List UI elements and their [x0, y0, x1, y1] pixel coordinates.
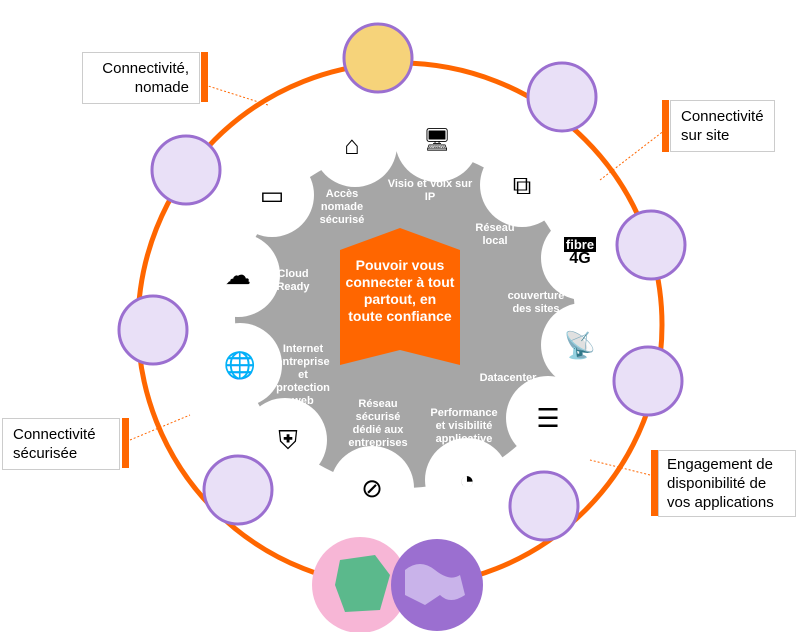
globe-lock-icon: 🌐 [223, 350, 257, 380]
video-call-icon: 🖥 [423, 127, 451, 152]
center-title: Pouvoir vous connecter à tout partout, e… [345, 257, 455, 324]
callout-bar [201, 52, 208, 102]
center-badge [340, 228, 460, 365]
shield-icon: ⛨ [278, 425, 298, 455]
cloud-icon: ☁ [225, 260, 251, 290]
service-label: Réseau local [475, 222, 515, 247]
callout-engagement: Engagement de disponibilité de vos appli… [658, 450, 796, 517]
service-label: couverture des sites [507, 290, 565, 315]
service-label: Internet entreprise et protection web [276, 343, 330, 407]
gauge-icon: ◔ [459, 465, 475, 495]
callout-lines [129, 84, 666, 476]
scene-circles [117, 22, 687, 542]
service-label: Datacenter [479, 372, 537, 384]
service-label: Visio et Voix sur IP [387, 178, 473, 203]
callout-bar [122, 418, 129, 468]
fibre-text: fibre [563, 237, 597, 252]
service-label: Réseau sécurisé dédié aux entreprises [348, 398, 408, 449]
service-label: Performance et visibilité applicative [430, 407, 498, 445]
callout-bar [651, 450, 658, 516]
callout-site: Connectivité sur site [670, 100, 775, 152]
network-icon: ⧉ [512, 170, 532, 200]
wifi-satellite-icon: 📡 [563, 330, 597, 360]
callout-nomade: Connectivité, nomade [82, 52, 200, 104]
home-luggage-icon: ⌂ [344, 130, 360, 160]
globe-z-icon: ⊘ [361, 473, 383, 503]
4g-text: 4G [569, 250, 591, 267]
gear-notches [196, 98, 625, 530]
service-label: Cloud Ready [276, 268, 310, 293]
callout-bar [662, 100, 669, 152]
server-icon: ☰ [536, 403, 560, 433]
card-icon: ▭ [259, 180, 285, 210]
callout-securisee: Connectivité sécurisée [2, 418, 120, 470]
service-label: Accès nomade sécurisé [319, 188, 365, 226]
